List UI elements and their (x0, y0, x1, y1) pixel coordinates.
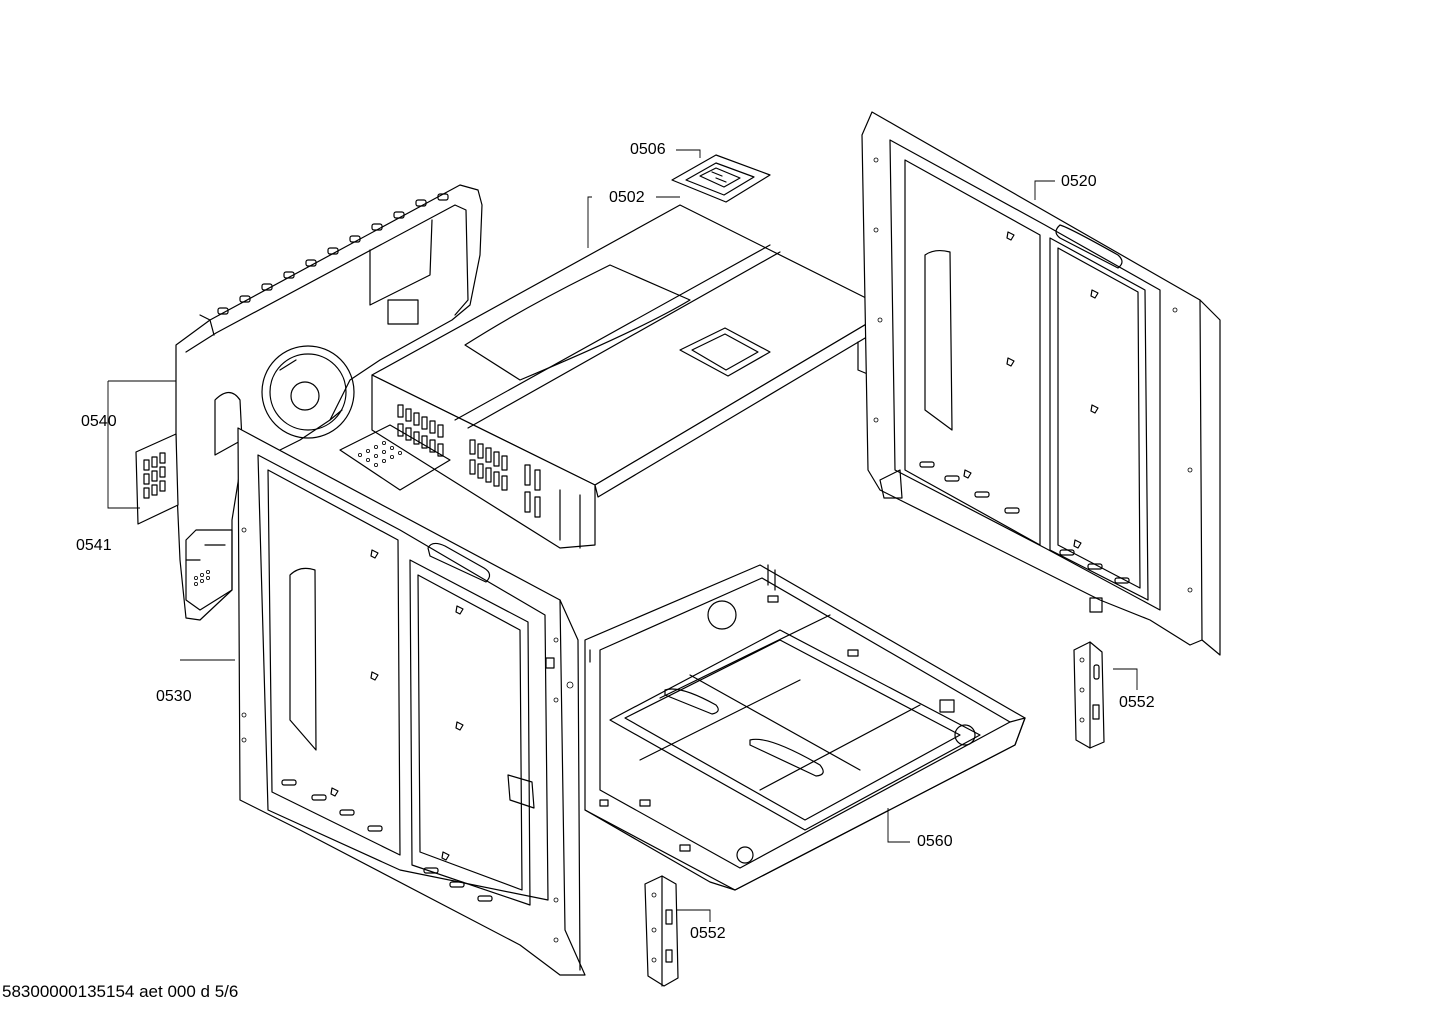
callout-0530: 0530 (156, 688, 192, 705)
callout-0552-right: 0552 (1119, 694, 1155, 711)
bottom-tray-drawing (584, 564, 1026, 891)
callout-0520: 0520 (1061, 173, 1097, 190)
document-reference: 58300000135154 aet 000 d 5/6 (2, 982, 239, 1001)
callout-0552-bottom: 0552 (690, 925, 726, 942)
top-cover-drawing (339, 204, 893, 549)
callout-0502: 0502 (609, 189, 645, 206)
vent-plate-drawing (135, 433, 179, 525)
callout-0541: 0541 (76, 537, 112, 554)
leader-lines (107, 149, 1138, 922)
top-bracket-drawing (671, 154, 771, 203)
right-side-panel-drawing (861, 111, 1221, 656)
left-side-panel-drawing (237, 427, 586, 976)
bottom-bracket-drawing (644, 875, 679, 987)
back-left-panel-drawing (175, 184, 483, 621)
callout-0506: 0506 (630, 141, 666, 158)
callout-0540: 0540 (81, 413, 117, 430)
callout-0560: 0560 (917, 833, 953, 850)
right-bracket-drawing (1073, 641, 1105, 749)
